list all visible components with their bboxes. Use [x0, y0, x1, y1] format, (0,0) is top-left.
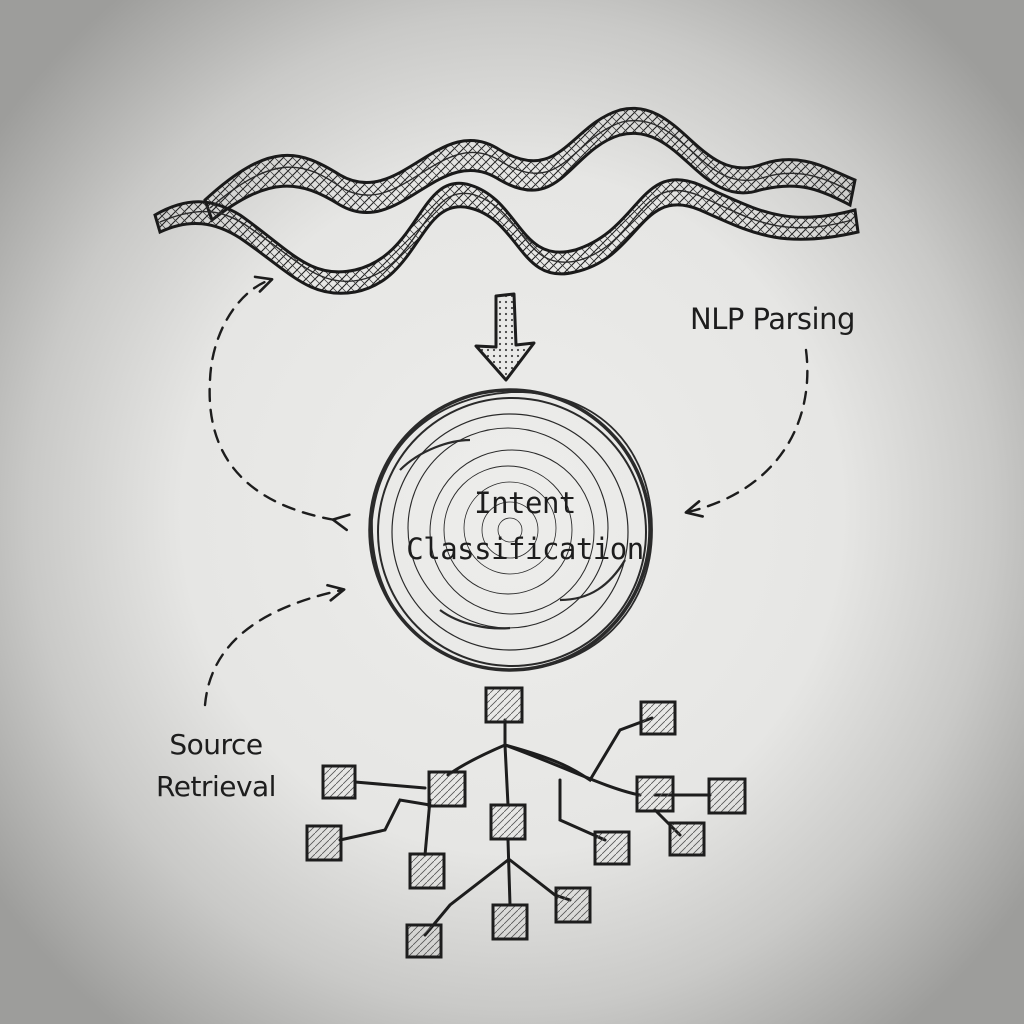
- arrow-nlp-to-sphere: [684, 348, 809, 518]
- node: [491, 903, 529, 941]
- node: [408, 852, 446, 890]
- node: [668, 821, 706, 857]
- wave-band-lower: [153, 178, 860, 295]
- node: [554, 886, 592, 924]
- down-arrow-icon: [474, 292, 536, 382]
- node: [489, 803, 527, 841]
- nlp-parsing-label: NLP Parsing: [690, 302, 855, 336]
- intent-label-line1: Intent: [474, 486, 576, 520]
- intent-classification-label: Intent Classification: [400, 480, 650, 572]
- node: [427, 770, 467, 808]
- node: [639, 700, 677, 736]
- node-root: [484, 686, 524, 724]
- source-label-line1: Source: [169, 728, 263, 761]
- node: [707, 777, 747, 815]
- source-retrieval-label: Source Retrieval: [126, 724, 306, 808]
- network-nodes: [305, 686, 747, 959]
- node: [635, 775, 675, 813]
- node: [305, 824, 343, 862]
- source-tree: [305, 686, 747, 959]
- node: [405, 923, 443, 959]
- node: [593, 830, 631, 866]
- source-label-line2: Retrieval: [156, 770, 276, 803]
- arrow-stream-left: [208, 275, 351, 532]
- intent-label-line2: Classification: [406, 532, 644, 566]
- intent-sphere: [368, 388, 653, 672]
- arrow-source-to-sphere: [203, 583, 346, 707]
- dashed-arrows: [203, 275, 809, 707]
- node: [321, 764, 357, 800]
- wave-band-upper: [203, 106, 857, 223]
- wave-stream: [153, 106, 860, 295]
